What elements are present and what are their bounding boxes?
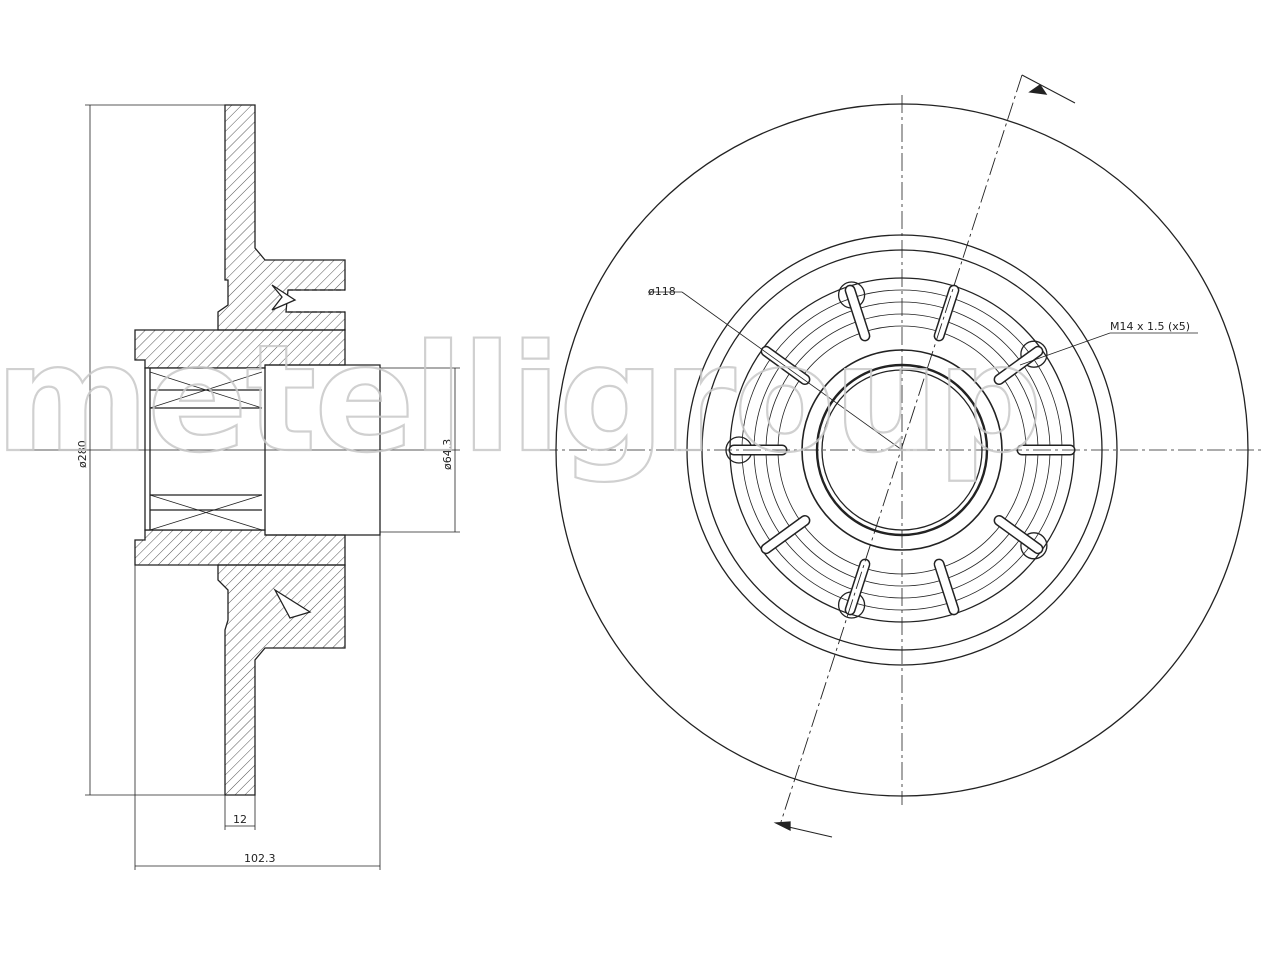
bearing [144, 367, 266, 531]
disc-thickness-label: 12 [233, 813, 247, 826]
cooling-slot-inner [995, 516, 1042, 553]
section-line [779, 74, 1023, 826]
cooling-slot-inner [762, 347, 809, 384]
cooling-slot-inner [935, 560, 958, 614]
pcd-label: ø118 [648, 285, 676, 298]
cooling-slot-inner [995, 347, 1042, 384]
cooling-slot-inner [935, 286, 958, 340]
overall-height-label: 102.3 [244, 852, 276, 865]
front-view [540, 74, 1265, 838]
stud-leader [1019, 332, 1111, 366]
stud-hole [1020, 340, 1048, 368]
outer-diameter-label: ø280 [76, 440, 89, 468]
cooling-slot-inner [846, 560, 869, 614]
stud-hole [1020, 532, 1048, 560]
watermark-logo: metelligroup [0, 313, 1041, 485]
cooling-slot-inner [846, 286, 869, 340]
bore-diameter-label: ø64.3 [441, 439, 454, 470]
stud-thread-label: M14 x 1.5 (x5) [1110, 320, 1190, 333]
pcd-leader [681, 291, 903, 451]
cooling-slot-inner [762, 516, 809, 553]
side-section-view [20, 104, 460, 870]
